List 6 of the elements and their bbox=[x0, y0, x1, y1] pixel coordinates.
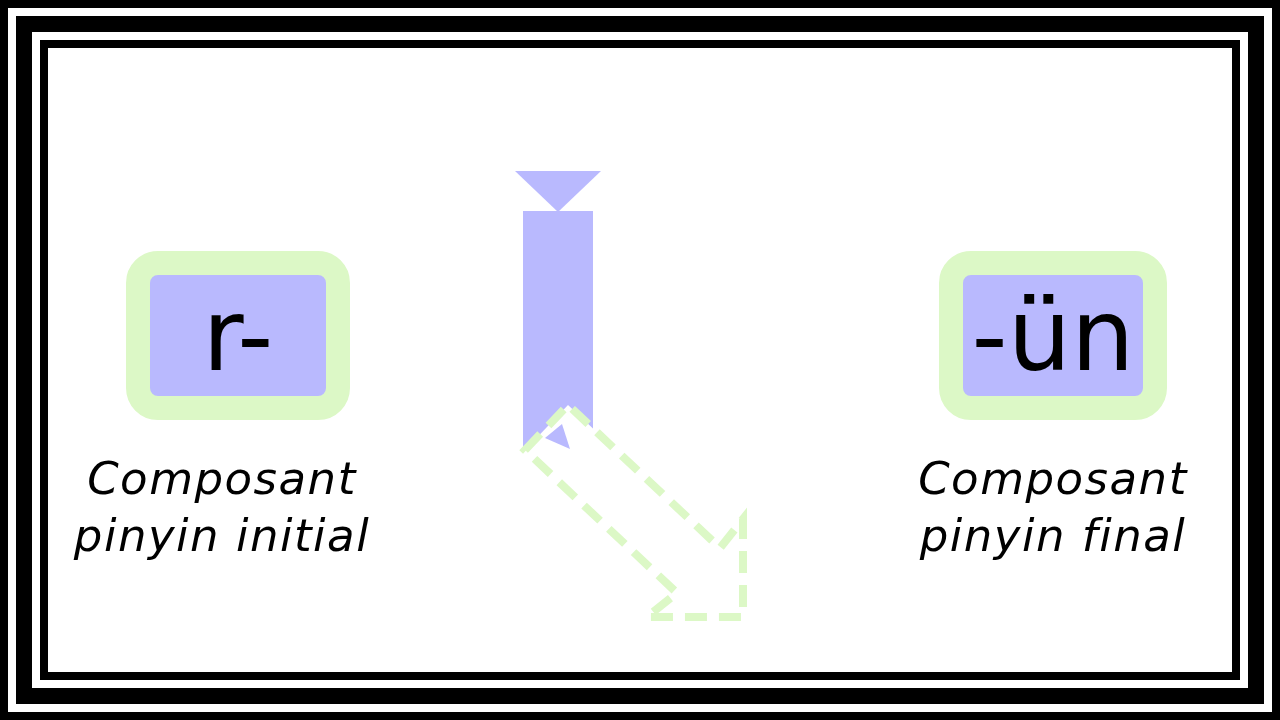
pinyin-box bbox=[939, 251, 1167, 420]
caption-text: Composant pinyin initial bbox=[72, 451, 372, 564]
syllable-part-text: r- bbox=[202, 285, 274, 386]
pinyin-box bbox=[126, 251, 350, 420]
syllable-part-text: -ün bbox=[971, 285, 1135, 386]
caption-text: Composant pinyin final bbox=[917, 451, 1189, 564]
